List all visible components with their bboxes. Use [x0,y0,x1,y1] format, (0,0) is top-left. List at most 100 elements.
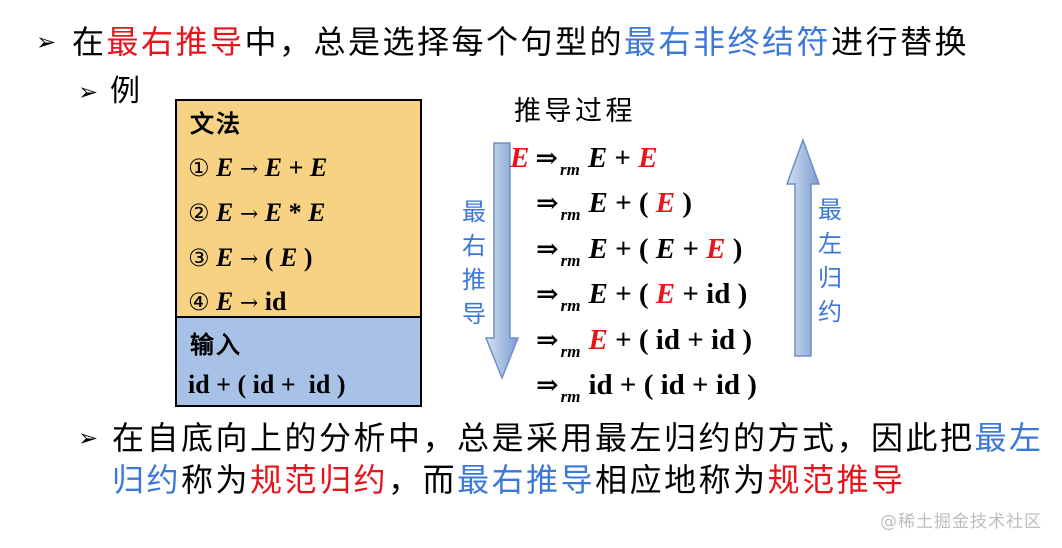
conclusion-line-2: 归约称为规范归约，而最右推导相应地称为规范推导 [112,460,906,500]
rule-rhs: ( E ) [265,243,313,272]
step-1-symbol-3: E [638,142,658,174]
derivation-step-4: ⇒rm E + ( E + id ) [536,274,747,318]
rightmost-subscript: rm [559,160,580,179]
rule-arrow: → [239,157,259,182]
conclusion-bullet: ➢ [78,424,99,452]
rightmost-subscript: rm [560,341,581,361]
derives-arrow: ⇒ [536,188,559,220]
step-5-symbol-2: + [615,323,632,356]
intro-segment-3: 中，总是选择每个句型的 [244,23,625,61]
step-3-symbol-1: E [588,232,608,265]
leftmost-reduction-label: 最左归约 [818,196,842,326]
rule-number: ④ [188,288,210,316]
conclusion-line-2-segment-6: 相应地称为 [595,461,768,499]
derives-arrow: ⇒ [536,279,559,311]
step-5-symbol-3: ( [638,323,649,356]
step-4-symbol-4: E [655,278,676,311]
step-6-symbol-7: ) [747,369,757,401]
step-2-symbol-2: + [615,187,632,220]
step-2-symbol-1: E [588,187,608,220]
grammar-panel: 文法 ① E → E + E ② E → E * E ③ E → ( E ) ④… [177,101,420,316]
sentential-form: E + E [588,142,658,174]
grammar-rule-4: ④ E → id [188,286,286,320]
conclusion-line-2-segment-3: 规范归约 [250,461,389,499]
step-6-symbol-6: id [715,369,741,401]
step-5-symbol-1: E [588,323,608,356]
intro-sentence: 在最右推导中，总是选择每个句型的最右非终结符进行替换 [72,22,969,62]
rule-lhs: E [216,153,234,182]
rule-2-rhs-symbol-1: E [264,198,283,227]
step-3-symbol-2: + [615,232,632,265]
rightmost-subscript: rm [560,296,581,316]
intro-segment-1: 在 [72,23,107,61]
conclusion-line-2-segment-2: 称为 [181,461,251,499]
rule-3-rhs-symbol-3: ) [303,243,313,272]
rule-4-rhs-symbol-1: id [264,287,287,316]
step-2-symbol-4: E [655,187,676,220]
intro-segment-4: 最右非终结符 [624,23,832,61]
grammar-box: 文法 ① E → E + E ② E → E * E ③ E → ( E ) ④… [175,99,422,407]
step-4-symbol-3: ( [638,278,649,311]
step-3-symbol-3: ( [638,232,649,265]
grammar-rule-3: ③ E → ( E ) [188,242,312,276]
derives-arrow: ⇒ [536,233,559,265]
rule-3-rhs-symbol-2: E [279,243,298,272]
step-4-symbol-1: E [588,278,608,311]
step-2-symbol-3: ( [638,187,649,220]
rule-number: ① [188,154,210,182]
grammar-rule-1: ① E → E + E [188,152,327,186]
rule-lhs: E [216,198,234,227]
step-3-symbol-5: + [682,232,699,265]
step-3-symbol-4: E [655,232,676,265]
step-5-symbol-6: id [710,323,736,356]
step-3-symbol-6: E [706,232,726,265]
step-3-symbol-7: ) [732,232,743,265]
derivation-step-3: ⇒rm E + ( E + E ) [536,229,742,273]
conclusion-line-2-segment-1: 归约 [112,461,182,499]
rule-lhs: E [216,287,234,316]
grammar-rule-2: ② E → E * E [188,197,325,231]
down-arrow-icon [484,142,520,381]
conclusion-line-1-segment-2: 最左 [974,419,1044,457]
derives-arrow: ⇒ [535,143,558,174]
step-1-symbol-1: E [587,142,608,174]
rule-1-rhs-symbol-2: + [288,153,304,182]
rule-rhs: E * E [265,198,326,227]
rightmost-subscript: rm [560,250,581,270]
rule-arrow: → [239,247,259,272]
example-label: 例 [110,74,140,109]
sentential-form: E + ( E + id ) [588,278,747,310]
down-arrow-shape [484,142,520,381]
rightmost-subscript: rm [560,205,581,225]
rule-number: ② [188,199,210,227]
rule-2-rhs-symbol-2: * [288,198,302,227]
rule-1-rhs-symbol-3: E [309,153,328,182]
rule-2-rhs-symbol-3: E [308,198,326,227]
rule-arrow: → [239,291,259,316]
rightmost-subscript: rm [560,387,581,406]
conclusion-line-2-segment-4: ，而 [388,461,458,499]
conclusion-line-2-segment-7: 规范推导 [767,461,906,499]
start-symbol: E [510,142,530,174]
step-6-symbol-2: + [619,369,637,401]
step-5-symbol-5: + [687,323,704,356]
step-6-symbol-1: id [588,369,613,401]
intro-segment-2: 最右推导 [106,23,245,61]
rule-1-rhs-symbol-1: E [264,153,283,182]
derives-arrow: ⇒ [536,324,559,356]
input-string: id + ( id + id ) [188,370,346,399]
watermark: @稀土掘金技术社区 [880,512,1042,532]
derivation-title: 推导过程 [514,96,636,127]
step-6-symbol-4: id [660,369,685,401]
grammar-title: 文法 [190,110,242,138]
intro-segment-5: 进行替换 [831,23,970,61]
rule-rhs: id [265,287,287,316]
step-4-symbol-5: + [682,278,699,311]
step-4-symbol-2: + [615,278,632,311]
step-1-symbol-2: + [614,142,631,174]
up-arrow-shape [785,137,821,357]
sentential-form: E + ( E + E ) [588,233,742,265]
